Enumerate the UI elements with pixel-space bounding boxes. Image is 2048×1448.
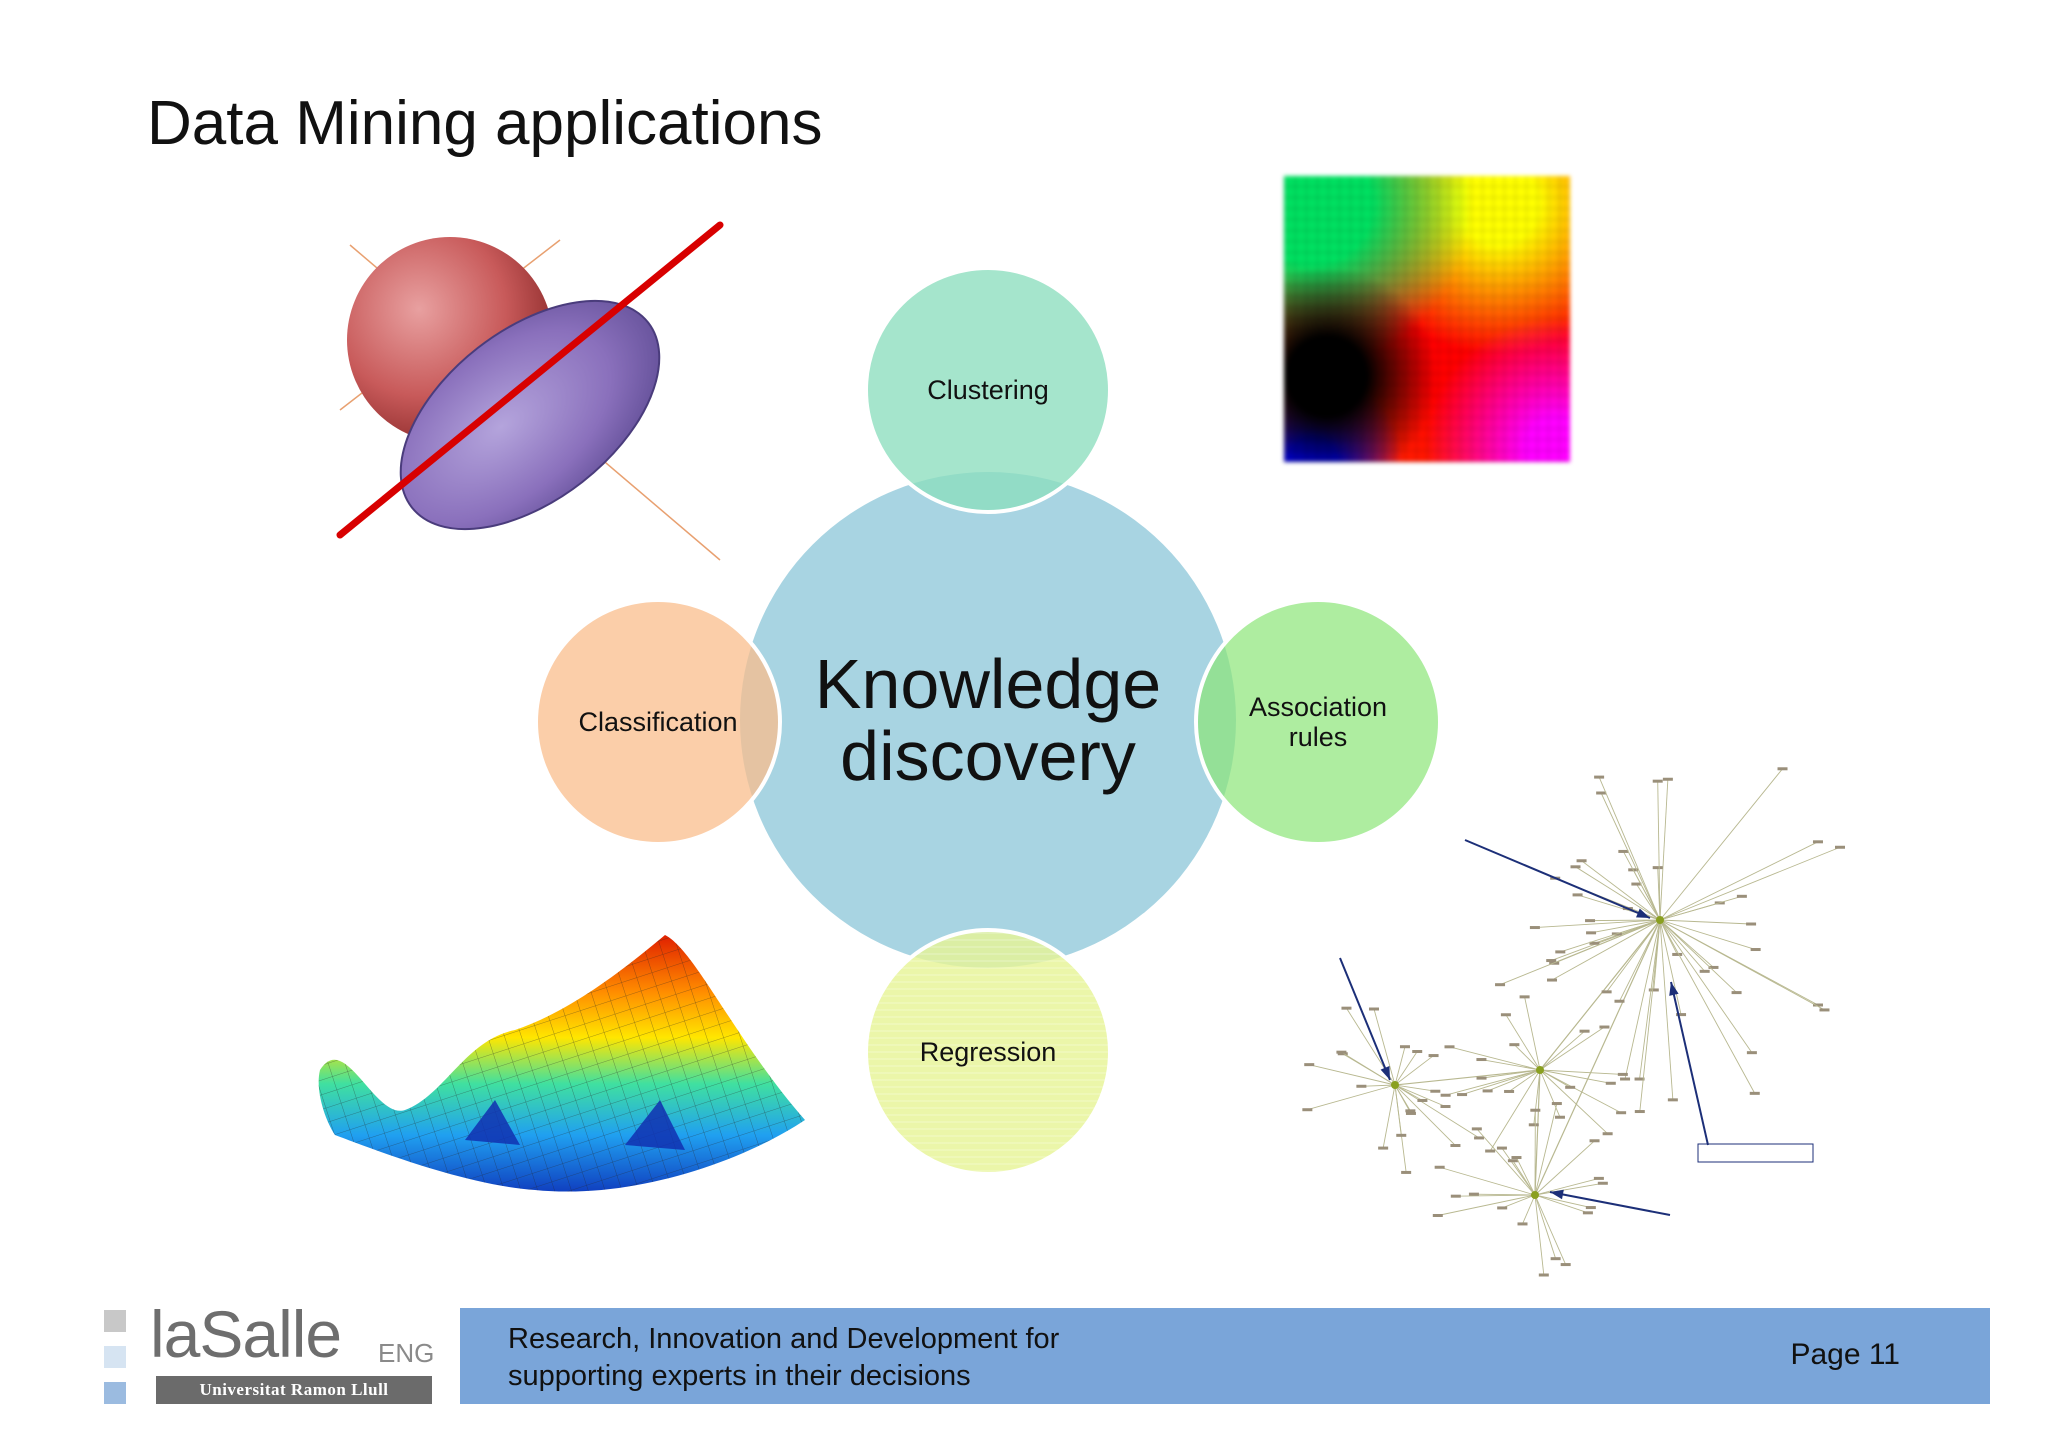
som-grid — [1284, 176, 1570, 462]
center-circle-knowledge-discovery: Knowledge discovery — [740, 472, 1236, 968]
regression-label: Regression — [919, 1037, 1057, 1067]
footer-tagline-line1: Research, Innovation and Development for — [508, 1323, 1060, 1355]
association-rules-label: Association rules — [1248, 692, 1388, 752]
regression-circle: Regression — [864, 928, 1112, 1176]
network-graph-illustration — [1295, 740, 1845, 1280]
regression-surface-illustration — [315, 920, 815, 1210]
slide-title: Data Mining applications — [147, 89, 823, 158]
logo-square-blue — [104, 1382, 126, 1404]
classification-label: Classification — [578, 707, 738, 737]
lasalle-logo-text: laSalle — [150, 1297, 342, 1371]
classification-circle: Classification — [534, 598, 782, 846]
footer-tagline-line2: supporting experts in their decisions — [508, 1360, 971, 1392]
classification-illustration — [330, 215, 730, 565]
page-number: Page 11 — [1790, 1338, 1900, 1371]
university-badge: Universitat Ramon Llull — [156, 1376, 432, 1404]
clustering-circle: Clustering — [864, 266, 1112, 514]
logo-squares — [104, 1310, 126, 1418]
center-label: Knowledge discovery — [814, 645, 1162, 795]
association-rules-circle: Association rules — [1194, 598, 1442, 846]
footer-tagline: Research, Innovation and Development for… — [508, 1321, 1059, 1395]
som-map-illustration — [1280, 172, 1580, 467]
footer-bar — [460, 1308, 1990, 1404]
logo-square-grey — [104, 1310, 126, 1332]
clustering-label: Clustering — [927, 375, 1049, 405]
logo-eng-suffix: ENG — [378, 1338, 435, 1368]
logo-square-light — [104, 1346, 126, 1368]
